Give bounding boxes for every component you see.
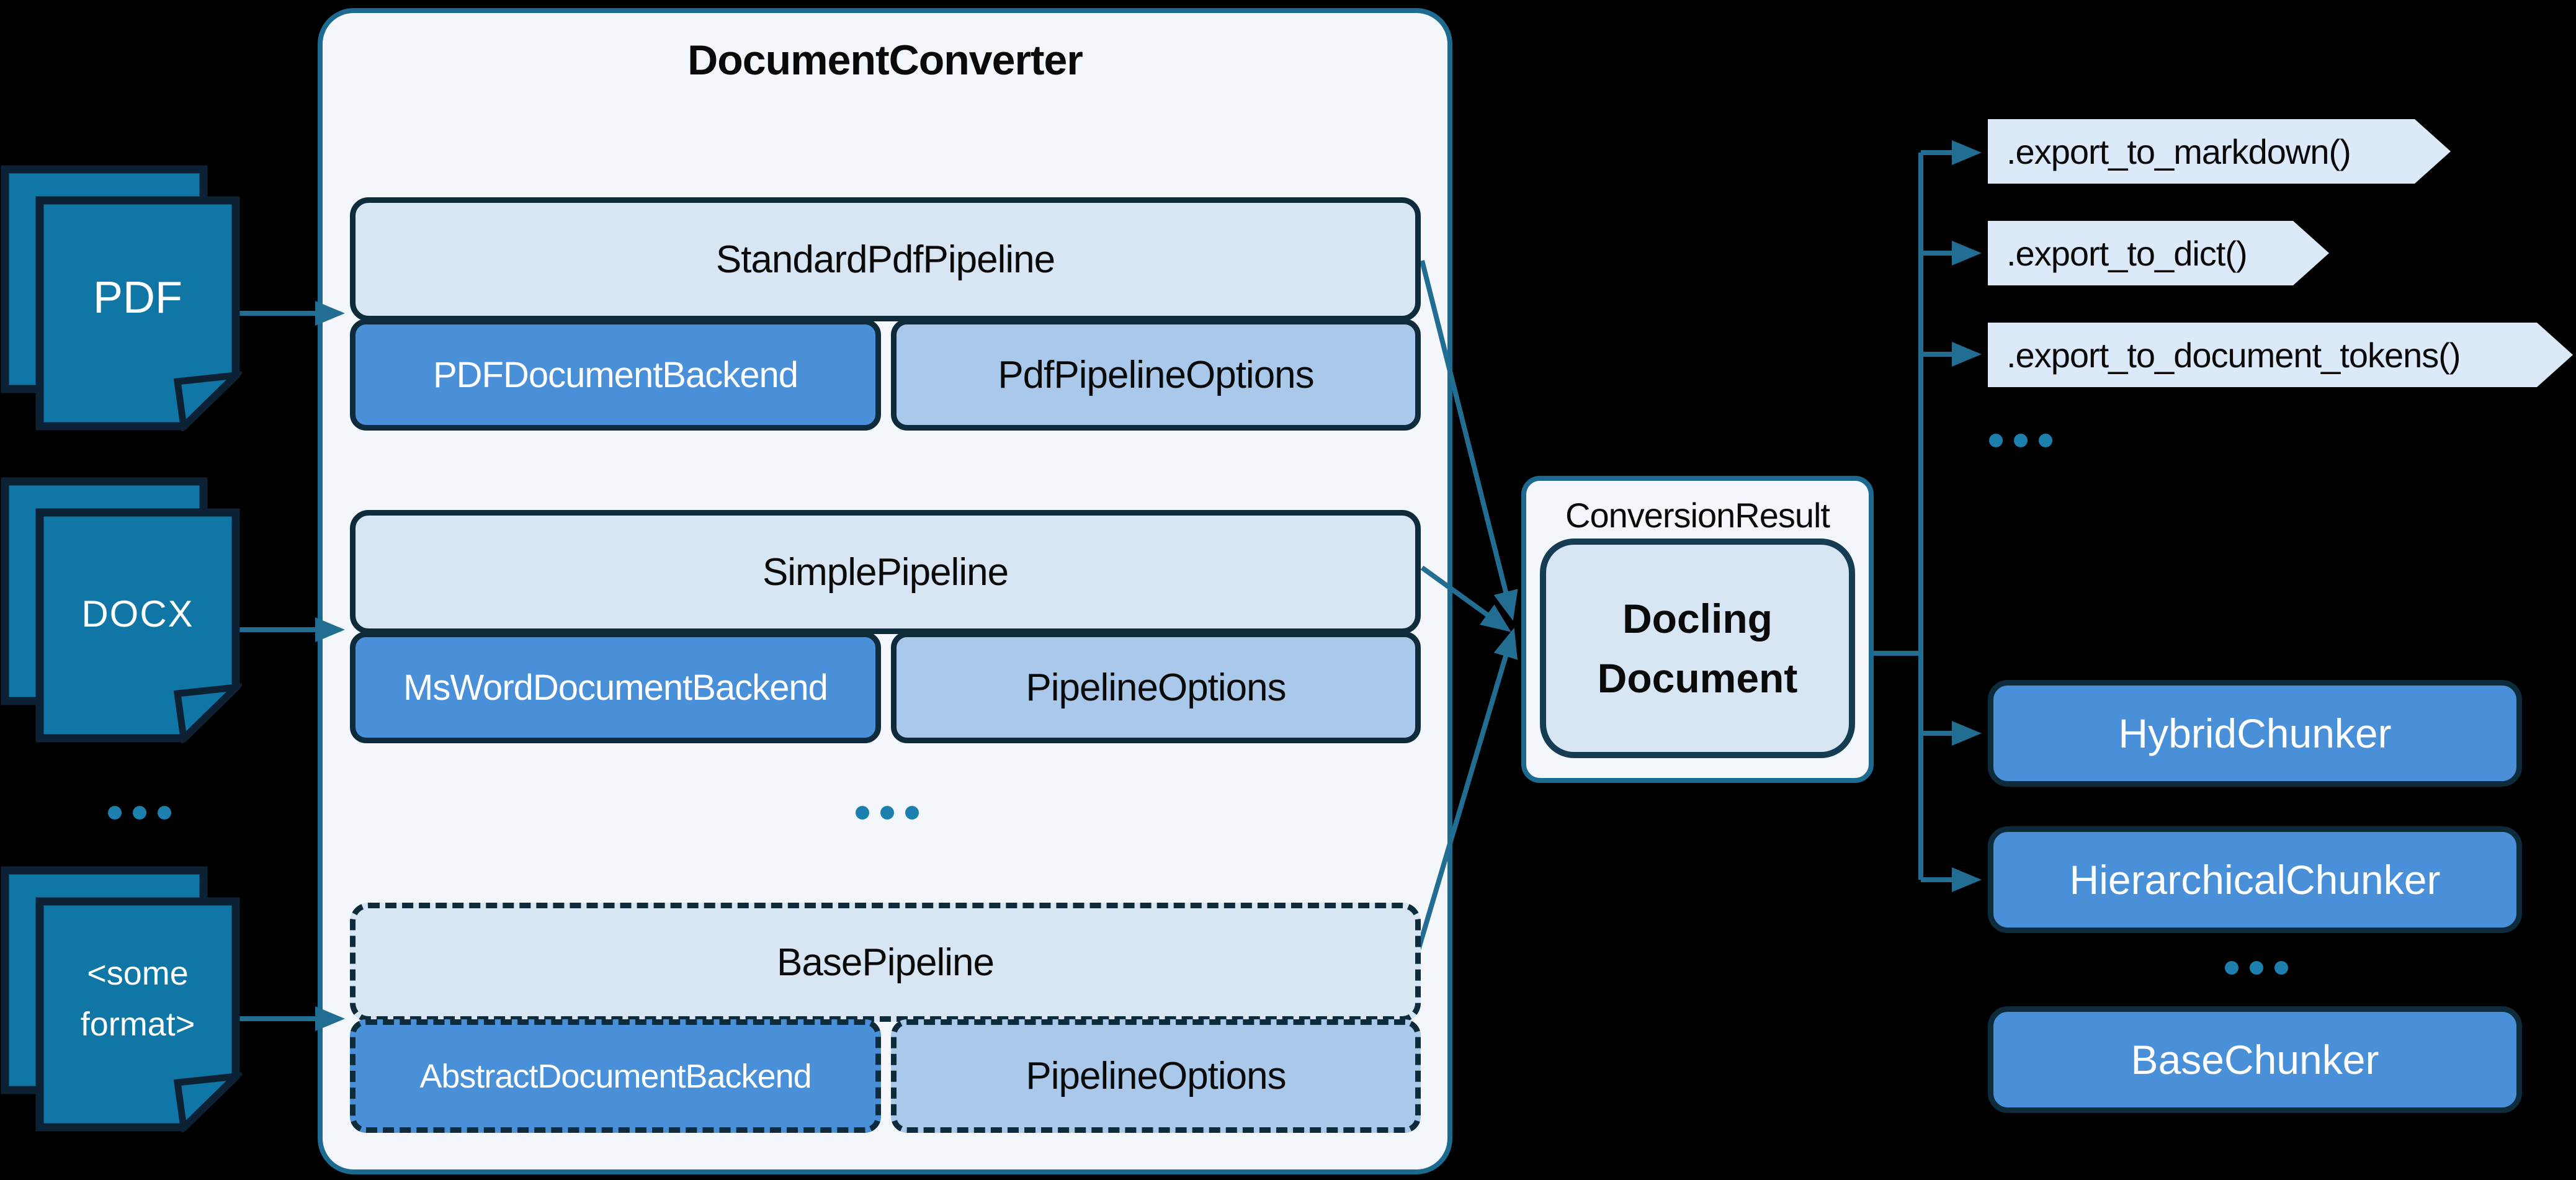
backend-mسworddocumentbackend: MsWordDocumentBackend bbox=[350, 632, 881, 743]
conversion-result-label: ConversionResult bbox=[1565, 496, 1830, 535]
backend-abstractdocumentbackend: AbstractDocumentBackend bbox=[350, 1019, 881, 1133]
wire-basepipeline-to-result bbox=[1415, 627, 1518, 955]
hierarchical-chunker-box: HierarchicalChunker bbox=[1988, 826, 2522, 933]
someformat-documents-icon: <some format> bbox=[0, 865, 246, 1135]
pipeline-basepipeline: BasePipeline bbox=[350, 903, 1421, 1022]
docling-document-label: Docling Document bbox=[1597, 596, 1798, 701]
export-to-document-tokens-flag: .export_to_document_tokens() bbox=[1988, 323, 2573, 387]
options-pdfpipelineoptions: PdfPipelineOptions bbox=[891, 319, 1421, 431]
pipeline-simplepipeline: SimplePipeline bbox=[350, 510, 1421, 634]
ellipsis-icon bbox=[2225, 961, 2288, 975]
base-chunker-box: BaseChunker bbox=[1988, 1006, 2522, 1113]
input-format-label: <some format> bbox=[80, 955, 195, 1043]
wire-standardpdfpipeline-to-result bbox=[1420, 260, 1518, 621]
stacked-pages-icon bbox=[1, 477, 246, 746]
stacked-pages-icon bbox=[1, 165, 246, 434]
page-title: DocumentConverter bbox=[687, 37, 1083, 84]
hybrid-chunker-box: HybridChunker bbox=[1988, 680, 2522, 787]
options-pipelineoptions: PipelineOptions bbox=[891, 1019, 1421, 1133]
input-format-label: DOCX bbox=[81, 593, 194, 635]
options-pipelineoptions: PipelineOptions bbox=[891, 632, 1421, 743]
stacked-pages-icon bbox=[1, 866, 246, 1135]
backend-pdfdocumentbackend: PDFDocumentBackend bbox=[350, 319, 881, 431]
ellipsis-icon bbox=[108, 806, 171, 820]
ellipsis-icon bbox=[856, 806, 919, 820]
wire-simplepipeline-to-result bbox=[1420, 565, 1511, 632]
export-to-markdown-flag: .export_to_markdown() bbox=[1988, 119, 2451, 184]
input-format-label: PDF bbox=[93, 273, 182, 323]
pipeline-standardpdfpipeline: StandardPdfPipeline bbox=[350, 197, 1421, 321]
export-to-dict-flag: .export_to_dict() bbox=[1988, 221, 2329, 285]
ellipsis-icon bbox=[1989, 434, 2052, 447]
docx-documents-icon: DOCX bbox=[0, 476, 246, 746]
docling-document-box: Docling Document bbox=[1540, 539, 1855, 758]
pdf-documents-icon: PDF bbox=[0, 164, 246, 434]
